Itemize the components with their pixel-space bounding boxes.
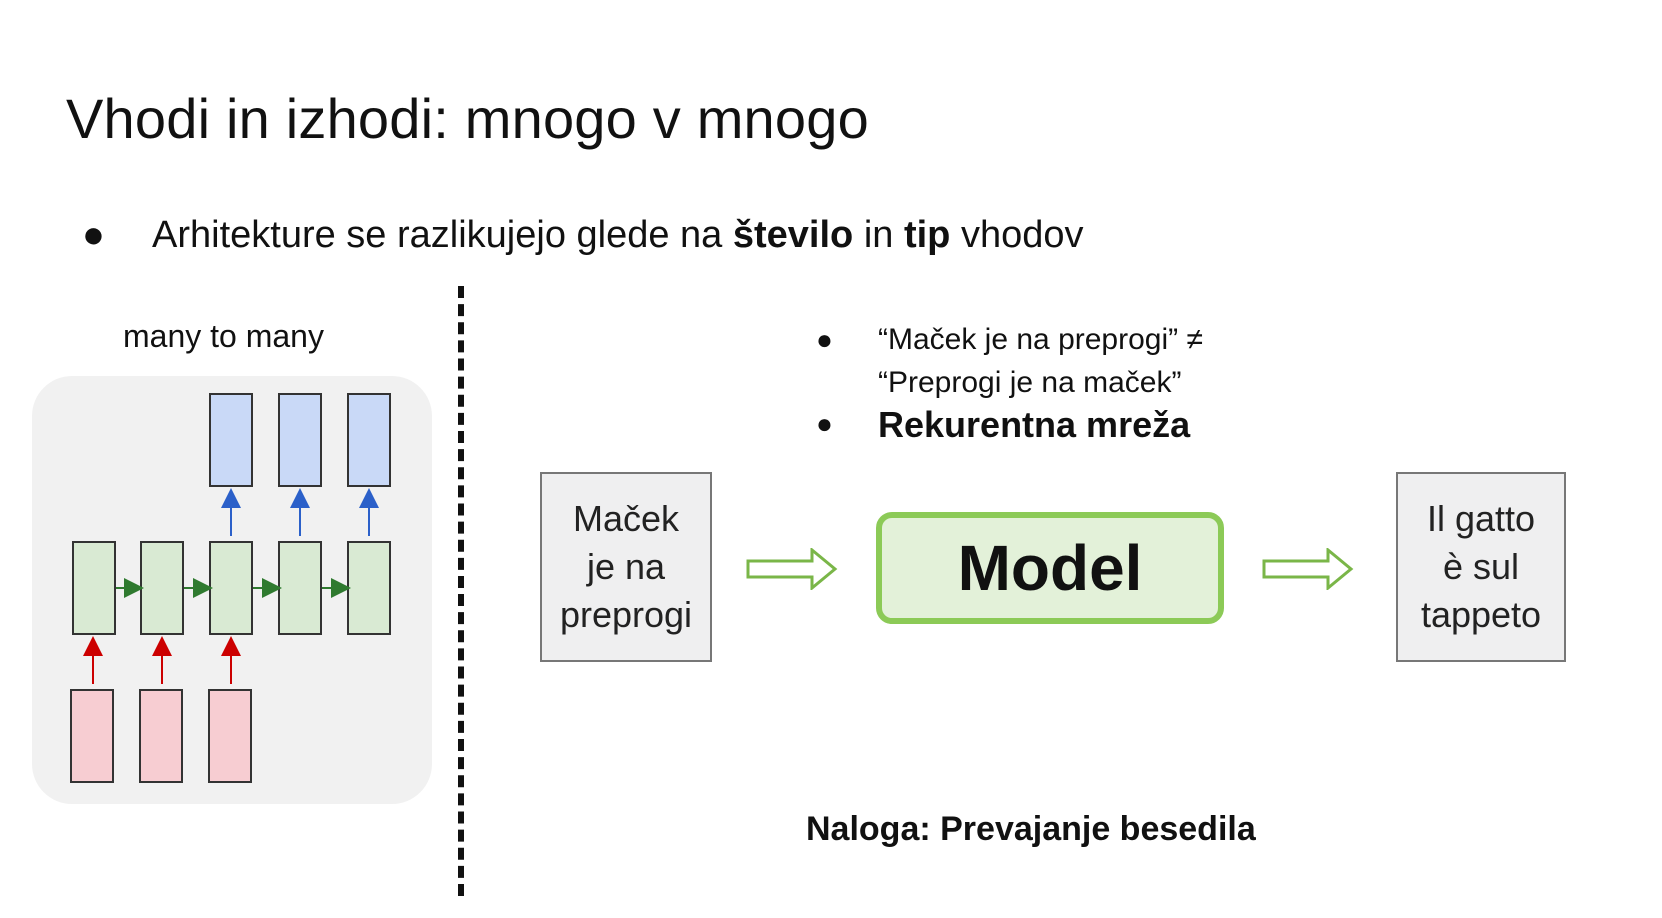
output-line: è sul <box>1442 546 1520 587</box>
main-bullet-text: Arhitekture se razlikujejo glede na štev… <box>152 214 1084 257</box>
hidden-cell <box>209 541 253 635</box>
task-caption: Naloga: Prevajanje besedila <box>806 810 1256 848</box>
output-line: Il gatto <box>1426 498 1536 539</box>
model-label: Model <box>957 532 1143 604</box>
input-cell <box>70 689 114 783</box>
output-cell <box>278 393 322 487</box>
bullet-text-part: Arhitekture se razlikujejo glede na <box>152 214 733 256</box>
diagram-title: many to many <box>123 318 324 354</box>
rnn-diagram <box>70 393 391 783</box>
hidden-cell <box>347 541 391 635</box>
bullet-line: “Maček je na preprogi” ≠ <box>878 323 1203 356</box>
hidden-cell <box>278 541 322 635</box>
bullet-text-part: vhodov <box>950 214 1084 256</box>
output-sentence-box: Il gatto è sul tappeto <box>1396 472 1566 662</box>
bullet-dot: ● <box>816 408 833 439</box>
bullet-line: “Preprogi je na maček” <box>878 366 1182 399</box>
input-line: preprogi <box>559 594 693 635</box>
input-sentence-box: Maček je na preprogi <box>540 472 712 662</box>
output-line: tappeto <box>1420 594 1542 635</box>
bullet-text: “Maček je na preprogi” ≠ “Preprogi je na… <box>878 318 1203 404</box>
right-arrow-icon <box>1262 548 1354 590</box>
right-arrow-icon <box>746 548 838 590</box>
input-cell <box>208 689 252 783</box>
bullet-bold-number: število <box>732 214 854 256</box>
model-box: Model <box>876 512 1224 624</box>
dashed-divider <box>458 286 464 896</box>
bullet-text-part: in <box>853 214 904 256</box>
slide-title: Vhodi in izhodi: mnogo v mnogo <box>66 87 869 150</box>
input-line: je na <box>586 546 666 587</box>
output-cell <box>209 393 253 487</box>
output-cell <box>347 393 391 487</box>
bullet-bold-type: tip <box>903 214 951 256</box>
bullet-dot: ● <box>82 214 105 256</box>
bullet-text: Rekurentna mreža <box>878 404 1191 445</box>
bullet-dot: ● <box>816 324 833 355</box>
input-cell <box>139 689 183 783</box>
hidden-cell <box>140 541 184 635</box>
input-line: Maček <box>572 498 680 539</box>
hidden-cell <box>72 541 116 635</box>
